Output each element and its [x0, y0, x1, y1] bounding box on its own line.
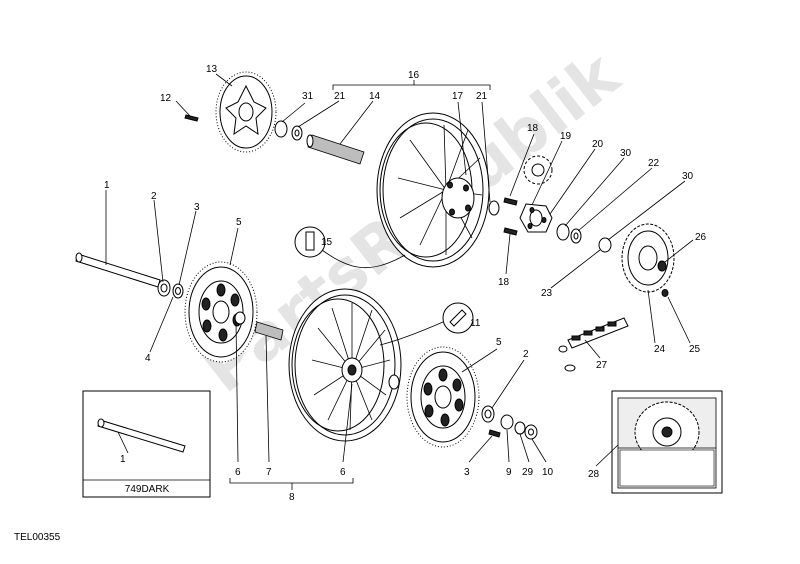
callout-11: 11	[470, 318, 481, 329]
callout-4: 4	[145, 353, 151, 364]
inset-label: 749DARK	[125, 484, 170, 495]
callout-24: 24	[654, 344, 666, 355]
callout-2: 2	[151, 191, 157, 202]
front-right-bearings	[481, 405, 538, 440]
inset-sprocket-cover-box	[611, 390, 723, 494]
callout-22: 22	[648, 158, 660, 169]
callout-3b: 3	[464, 467, 470, 478]
callout-18b: 18	[498, 277, 510, 288]
rear-spacer-assembly	[274, 120, 365, 165]
callout-labels: 1 2 3 4 5 6 7 8 6 5 2 3 9 29 10 11 12 13…	[104, 64, 707, 503]
callout-8: 8	[289, 492, 295, 503]
rear-wheel	[376, 112, 500, 268]
callout-31: 31	[302, 91, 314, 102]
front-axle	[75, 252, 161, 288]
callout-14: 14	[369, 91, 381, 102]
inset-axle-box	[82, 390, 211, 498]
callout-1b: 1	[120, 454, 126, 465]
callout-6: 6	[235, 467, 241, 478]
callout-19: 19	[560, 131, 572, 142]
diagram-code: TEL00355	[14, 532, 61, 543]
callout-23: 23	[541, 288, 553, 299]
callout-5: 5	[236, 217, 242, 228]
tire-valve-11	[379, 302, 474, 346]
callout-1: 1	[104, 180, 110, 191]
front-wheel	[288, 288, 402, 442]
callout-15: 15	[321, 237, 333, 248]
front-right-brake-disc	[406, 346, 480, 448]
front-left-brake-disc	[184, 261, 258, 363]
rear-sprocket	[621, 223, 675, 297]
front-left-spacer	[157, 279, 184, 299]
callout-7: 7	[266, 467, 272, 478]
rear-sprocket-flange	[503, 197, 612, 253]
callout-10: 10	[542, 467, 554, 478]
front-wheel-spacer	[234, 311, 284, 341]
callout-13: 13	[206, 64, 218, 75]
callout-29: 29	[522, 467, 534, 478]
callout-20: 20	[592, 139, 604, 150]
callout-2b: 2	[523, 349, 529, 360]
callout-16: 16	[408, 70, 420, 81]
callout-17: 17	[452, 91, 464, 102]
rear-brake-disc	[184, 71, 277, 153]
callout-12: 12	[160, 93, 172, 104]
callout-30b: 30	[682, 171, 694, 182]
drive-chain	[558, 317, 629, 372]
callout-5b: 5	[496, 337, 502, 348]
callout-3: 3	[194, 202, 200, 213]
callout-26: 26	[695, 232, 707, 243]
callout-27: 27	[596, 360, 608, 371]
callout-6b: 6	[340, 467, 346, 478]
callout-21b: 21	[476, 91, 488, 102]
leader-lines	[105, 73, 694, 490]
callout-18: 18	[527, 123, 539, 134]
callout-9: 9	[506, 467, 512, 478]
gear-icon	[523, 155, 553, 185]
callout-30: 30	[620, 148, 632, 159]
tire-valve-15	[294, 226, 406, 269]
callout-25: 25	[689, 344, 701, 355]
callout-21: 21	[334, 91, 346, 102]
callout-28: 28	[588, 469, 600, 480]
